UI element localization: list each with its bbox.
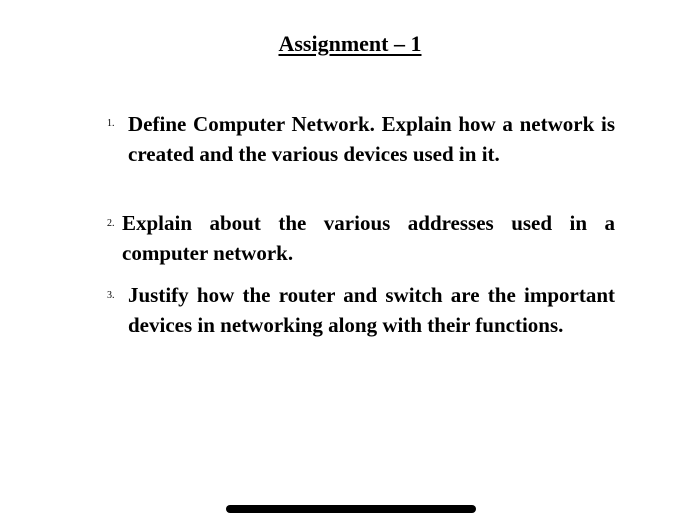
question-item: 3. Justify how the router and switch are… bbox=[107, 280, 615, 340]
question-number: 2. bbox=[107, 218, 115, 229]
home-indicator-bar[interactable] bbox=[226, 505, 476, 513]
question-text: Justify how the router and switch are th… bbox=[128, 283, 615, 337]
question-number: 3. bbox=[107, 290, 115, 301]
question-number: 1. bbox=[107, 118, 115, 129]
assignment-title: Assignment – 1 bbox=[278, 31, 422, 56]
question-text: Explain about the various addresses used… bbox=[122, 211, 615, 265]
question-item: 1. Define Computer Network. Explain how … bbox=[107, 109, 615, 169]
question-text: Define Computer Network. Explain how a n… bbox=[128, 112, 615, 166]
question-item: 2. Explain about the various addresses u… bbox=[107, 208, 615, 268]
